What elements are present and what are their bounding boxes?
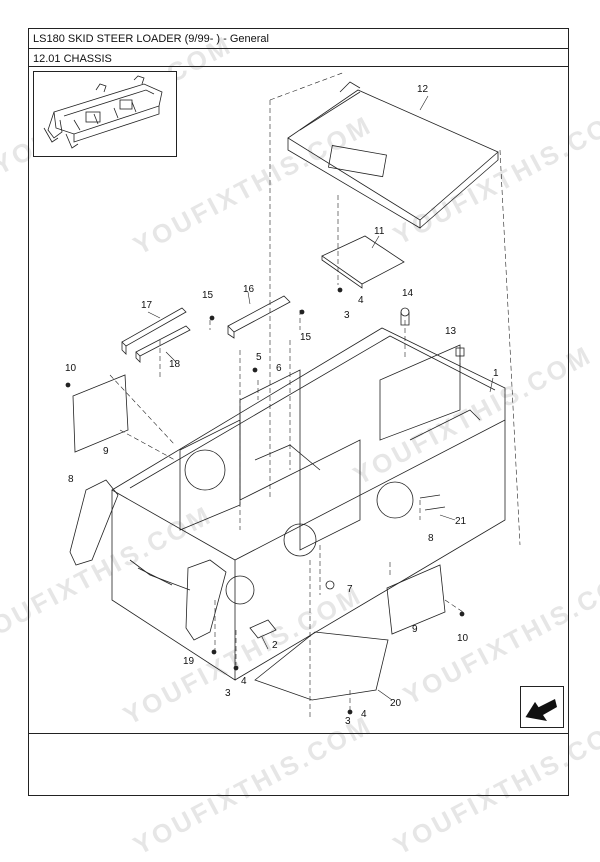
callout-15: 15	[300, 332, 312, 343]
header-divider	[28, 66, 569, 67]
callout-11: 11	[374, 226, 385, 237]
callout-16: 16	[243, 284, 255, 295]
next-page-button[interactable]	[520, 686, 564, 728]
callout-17: 17	[141, 300, 153, 311]
callout-18: 18	[169, 359, 181, 370]
callout-7: 7	[347, 584, 353, 595]
header-divider	[28, 48, 569, 49]
callout-6: 6	[276, 363, 282, 374]
callout-20: 20	[390, 698, 402, 709]
section-title: 12.01 CHASSIS	[33, 53, 112, 65]
callout-21: 21	[455, 516, 467, 527]
callout-4: 4	[241, 676, 247, 687]
chassis-thumbnail-icon	[43, 75, 163, 149]
chassis-thumbnail[interactable]	[33, 71, 177, 157]
callout-3: 3	[345, 716, 351, 727]
callout-3: 3	[225, 688, 231, 699]
callout-3: 3	[344, 310, 350, 321]
callout-12: 12	[417, 84, 429, 95]
next-page-arrow-icon	[524, 699, 557, 721]
callout-5: 5	[256, 352, 262, 363]
callout-4: 4	[358, 295, 364, 306]
callout-9: 9	[412, 624, 418, 635]
callout-14: 14	[402, 288, 414, 299]
footer-divider	[28, 733, 569, 734]
callout-19: 19	[183, 656, 195, 667]
page-frame	[28, 28, 569, 796]
callout-1: 1	[493, 368, 499, 379]
page-title: LS180 SKID STEER LOADER (9/99- ) - Gener…	[33, 33, 269, 45]
callout-8: 8	[428, 533, 434, 544]
callout-10: 10	[65, 363, 77, 374]
callout-15: 15	[202, 290, 214, 301]
callout-2: 2	[272, 640, 278, 651]
callout-8: 8	[68, 474, 74, 485]
callout-4: 4	[361, 709, 367, 720]
callout-10: 10	[457, 633, 469, 644]
callout-13: 13	[445, 326, 457, 337]
callout-9: 9	[103, 446, 109, 457]
